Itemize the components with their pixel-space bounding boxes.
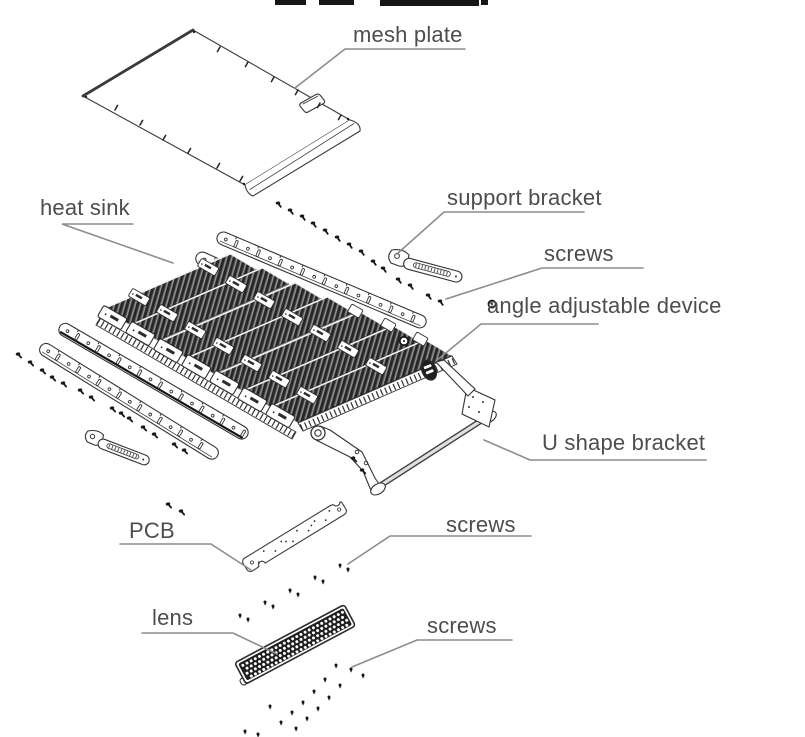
leader-screws-pcb xyxy=(347,535,532,565)
side-bracket-bar-top-far xyxy=(216,231,427,329)
leader-angle-adjustable-device xyxy=(435,323,599,362)
mesh-plate-part xyxy=(81,28,361,197)
side-bracket-bar-left-near xyxy=(58,322,249,440)
label-angle-adjustable-device: angle adjustable device xyxy=(487,293,722,318)
heat-sink-base-edges xyxy=(95,317,458,440)
leader-pcb xyxy=(119,543,252,571)
leader-screws-lens xyxy=(351,639,513,668)
label-screws-top-right: screws xyxy=(544,241,614,266)
label-mesh-plate: mesh plate xyxy=(353,22,463,47)
leader-screws-top xyxy=(445,267,644,300)
leader-mesh-plate xyxy=(294,48,466,89)
label-support-bracket: support bracket xyxy=(447,185,602,210)
label-screws-pcb: screws xyxy=(446,512,516,537)
washers xyxy=(398,299,497,347)
label-heat-sink: heat sink xyxy=(40,195,130,220)
cropped-text-fragments xyxy=(275,0,488,6)
mesh-plate-slot xyxy=(299,93,326,114)
u-shape-bracket-part xyxy=(310,359,497,496)
label-pcb: PCB xyxy=(129,518,175,543)
support-bracket-right-part xyxy=(388,249,463,283)
label-lens: lens xyxy=(152,605,194,630)
angle-adjustable-device-part xyxy=(420,359,438,381)
label-u-shape-bracket: U shape bracket xyxy=(542,430,706,455)
leader-u-shape-bracket xyxy=(483,439,707,461)
pcb-part xyxy=(242,501,347,572)
leader-heat-sink xyxy=(61,223,174,264)
lens-part xyxy=(234,604,356,686)
label-screws-lens: screws xyxy=(427,613,497,638)
side-bracket-bar-left-far xyxy=(39,342,219,460)
heat-sink-part xyxy=(95,253,458,440)
leader-lens xyxy=(141,632,278,655)
support-bracket-left-part xyxy=(84,429,150,466)
leader-support-bracket xyxy=(397,211,585,254)
